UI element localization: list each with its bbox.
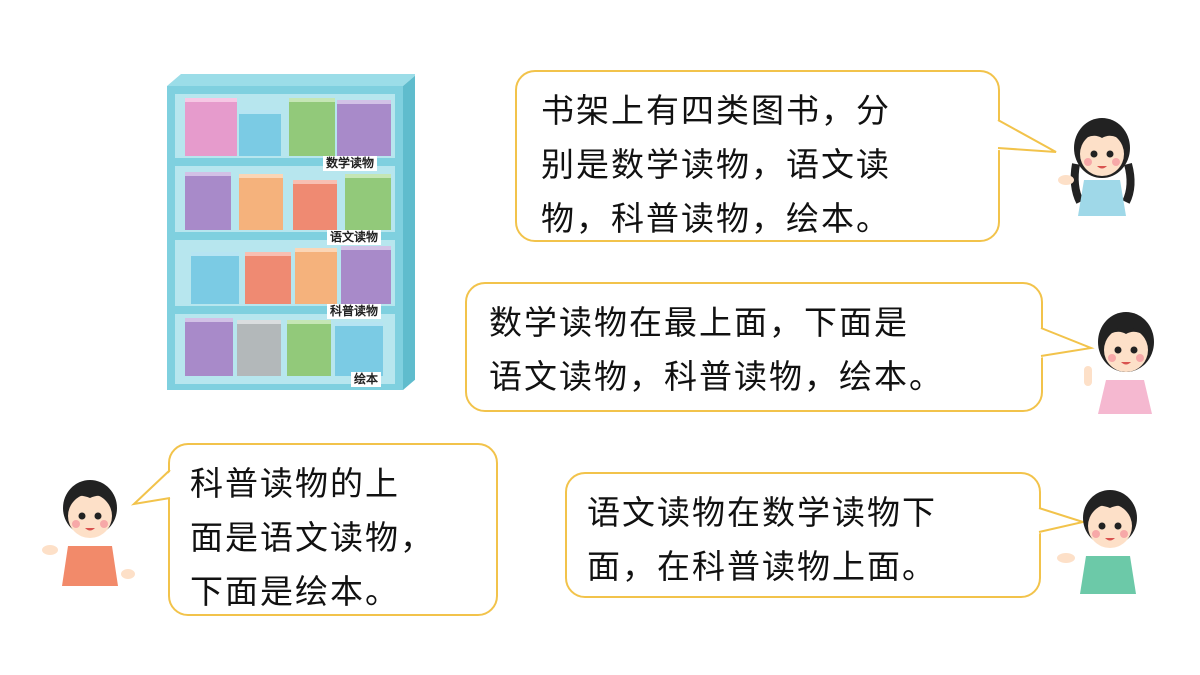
bubble-3-line-2: 面是语文读物， [190, 518, 435, 557]
books-row-2 [185, 172, 391, 230]
speech-bubble-1-tail [996, 119, 1057, 153]
speech-bubble-4-tail [1037, 507, 1087, 534]
boy-character-1 [42, 480, 135, 586]
bubble-3-line-1: 科普读物的上 [190, 464, 400, 503]
shelf-label-chinese: 语文读物 [327, 230, 382, 245]
girl-character-1 [1058, 118, 1135, 216]
speech-bubble-1: 书架上有四类图书，分 别是数学读物，语文读 物，科普读物，绘本。 [515, 70, 1000, 242]
bubble-1-line-3: 物，科普读物，绘本。 [541, 199, 891, 238]
speech-bubble-3: 科普读物的上 面是语文读物， 下面是绘本。 [168, 443, 498, 616]
girl-character-2 [1084, 312, 1154, 414]
speech-bubble-3-tail [130, 469, 172, 506]
bubble-4-line-2: 面，在科普读物上面。 [587, 547, 937, 586]
books-row-1 [185, 98, 391, 156]
bookshelf-graphic [167, 74, 415, 390]
bubble-2-line-2: 语文读物，科普读物，绘本。 [489, 357, 944, 396]
bubble-4-line-1: 语文读物在数学读物下 [587, 493, 937, 532]
shelf-label-picture-book: 绘本 [351, 372, 382, 387]
books-row-4 [185, 318, 383, 376]
bubble-1-line-2: 别是数学读物，语文读 [541, 145, 891, 184]
bubble-3-line-3: 下面是绘本。 [190, 572, 400, 611]
boy-character-2 [1057, 490, 1137, 594]
bubble-2-line-1: 数学读物在最上面，下面是 [489, 303, 909, 342]
speech-bubble-2: 数学读物在最上面，下面是 语文读物，科普读物，绘本。 [465, 282, 1043, 412]
bubble-1-line-1: 书架上有四类图书，分 [541, 91, 891, 130]
books-row-3 [191, 246, 391, 304]
shelf-label-math: 数学读物 [323, 156, 378, 171]
bookshelf-illustration: 数学读物 语文读物 科普读物 绘本 [165, 72, 415, 392]
shelf-label-science: 科普读物 [327, 304, 382, 319]
speech-bubble-2-tail [1039, 327, 1095, 358]
speech-bubble-4: 语文读物在数学读物下 面，在科普读物上面。 [565, 472, 1041, 598]
